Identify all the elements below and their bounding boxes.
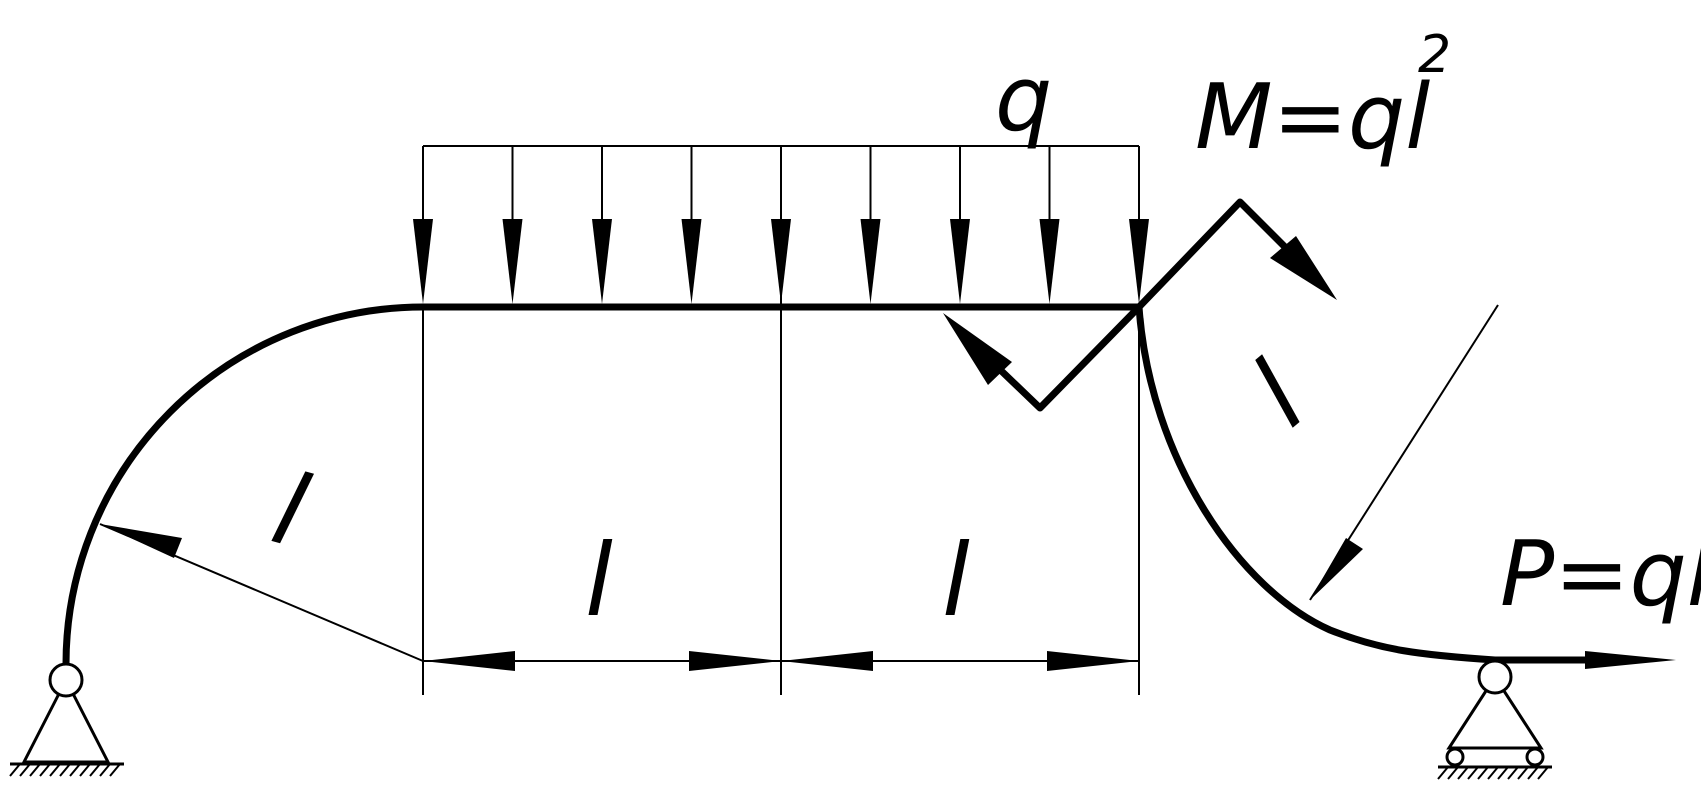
- load-arrow-head: [502, 219, 523, 304]
- radius-left-label: l: [262, 450, 319, 570]
- support-left-pin: [48, 662, 84, 698]
- load-arrow-head: [1039, 219, 1060, 304]
- hatch-stroke: [39, 763, 51, 777]
- hatch-stroke: [1497, 766, 1509, 780]
- dimension-lines: [422, 146, 1140, 695]
- hatch-stroke: [1527, 766, 1539, 780]
- hatch-stroke: [1517, 766, 1529, 780]
- force-label: P=ql: [1500, 522, 1701, 627]
- hatch-stroke: [9, 763, 21, 777]
- hatch-stroke: [99, 763, 111, 777]
- load-arrow-head: [592, 219, 612, 304]
- moment-lower-arrowhead: [943, 313, 1012, 385]
- hatch-stroke: [49, 763, 61, 777]
- hatch-stroke: [1457, 766, 1469, 780]
- force-p: [1585, 651, 1676, 669]
- hatch-stroke: [1437, 766, 1449, 780]
- moment-upper-arrowhead: [1270, 236, 1337, 300]
- moment-exponent-label: 2: [1418, 25, 1451, 85]
- hatch-stroke: [1507, 766, 1519, 780]
- support-left-triangle: [21, 676, 111, 764]
- radius-left-arrowhead: [100, 524, 182, 558]
- support-left: [9, 662, 124, 777]
- hatch-stroke: [1537, 766, 1549, 780]
- radius-left: [99, 523, 424, 662]
- support-right: [1437, 659, 1552, 780]
- right-s-curve: [1135, 303, 1499, 664]
- dim-arrow-2: [689, 651, 781, 671]
- radius-right-arrowhead: [1310, 538, 1363, 600]
- hatch-stroke: [109, 763, 121, 777]
- load-arrow-head: [860, 219, 881, 304]
- moment-label: M=ql: [1195, 65, 1430, 170]
- left-quarter-arc: [62, 303, 427, 669]
- dim-arrow-1: [423, 651, 515, 671]
- dim-arrow-3: [781, 651, 873, 671]
- dim-arrow-4: [1047, 651, 1139, 671]
- moment-upper-arm: [1135, 198, 1294, 311]
- hatch-stroke: [1447, 766, 1459, 780]
- load-arrow-head: [950, 219, 970, 304]
- span-left-label: l: [585, 522, 613, 639]
- moment-lower-arm: [986, 303, 1143, 412]
- support-right-pin: [1477, 659, 1513, 695]
- force-p-arrowhead: [1585, 651, 1676, 669]
- hatch-stroke: [19, 763, 31, 777]
- support-right-hatch: [1437, 766, 1549, 780]
- hatch-stroke: [1477, 766, 1489, 780]
- support-left-hatch: [9, 763, 121, 777]
- hatch-stroke: [69, 763, 81, 777]
- support-right-roller-1: [1445, 747, 1465, 767]
- hatch-stroke: [1467, 766, 1479, 780]
- hatch-stroke: [29, 763, 41, 777]
- span-right-label: l: [942, 522, 970, 639]
- hatch-stroke: [1487, 766, 1499, 780]
- load-arrow-head: [1129, 219, 1149, 304]
- hatch-stroke: [89, 763, 101, 777]
- moment: [943, 198, 1337, 412]
- hatch-stroke: [79, 763, 91, 777]
- load-arrow-head: [413, 219, 433, 304]
- hatch-stroke: [59, 763, 71, 777]
- load-q-label: q: [995, 47, 1052, 152]
- load-arrow-head: [681, 219, 702, 304]
- radius-right-label: l: [1230, 341, 1327, 449]
- support-right-roller-2: [1525, 747, 1545, 767]
- radius-right: [1309, 304, 1499, 601]
